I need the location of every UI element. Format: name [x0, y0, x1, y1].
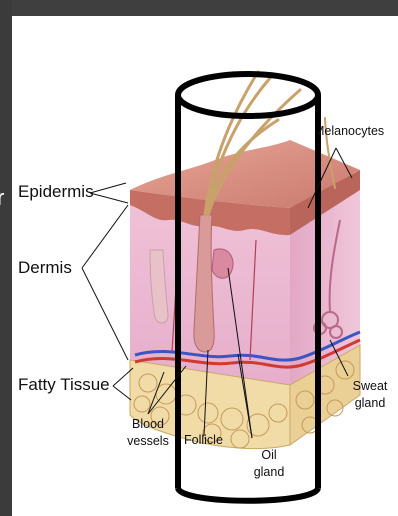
label-oil-gland-line1: Oil — [246, 447, 292, 464]
label-dermis: Dermis — [18, 258, 72, 278]
oil-gland-shape — [212, 249, 233, 278]
label-melanocytes: Melanocytes — [318, 123, 394, 140]
label-fatty-tissue: Fatty Tissue — [18, 375, 110, 395]
label-blood-vessels-line1: Blood — [124, 416, 172, 433]
label-oil-gland-line2: gland — [246, 464, 292, 481]
label-oil-gland: Oil gland — [246, 447, 292, 481]
label-epidermis: Epidermis — [18, 182, 94, 202]
label-sweat-gland-line1: Sweat — [346, 378, 394, 395]
label-follicle: Follicle — [184, 432, 223, 449]
label-blood-vessels: Blood vessels — [124, 416, 172, 450]
label-sweat-gland-line2: gland — [346, 395, 394, 412]
label-blood-vessels-line2: vessels — [124, 433, 172, 450]
label-sweat-gland: Sweat gland — [346, 378, 394, 412]
